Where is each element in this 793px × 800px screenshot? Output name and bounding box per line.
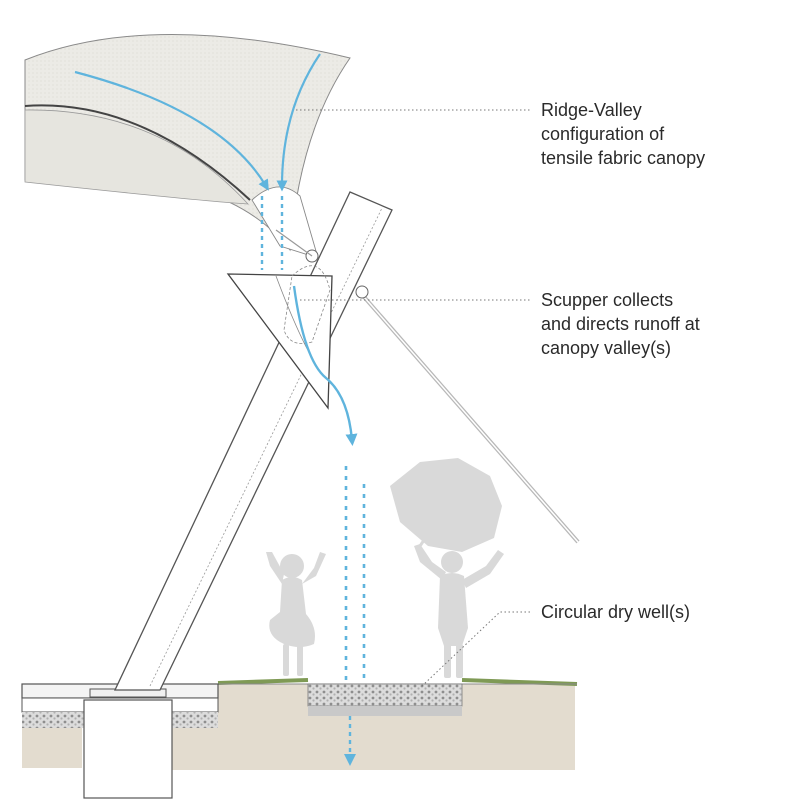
- water-arrow-ridge-right: [276, 53, 321, 192]
- grass-right: [461, 678, 578, 686]
- foundation: [21, 683, 219, 799]
- label-scupper-line-3: canopy valley(s): [541, 338, 672, 358]
- dry-well-stones: [307, 683, 463, 707]
- label-canopy-line-2: configuration of: [541, 124, 665, 144]
- gravel-under-slab-right: [172, 712, 218, 728]
- canopy-lower-skirt: [24, 109, 249, 205]
- cable-connector: [355, 285, 369, 299]
- label-canopy-line-1: Ridge-Valley: [541, 100, 642, 120]
- scupper: [226, 265, 333, 410]
- umbrella-canopy: [390, 458, 502, 552]
- label-canopy-line-3: tensile fabric canopy: [541, 148, 706, 168]
- child-silhouette-left: [266, 552, 326, 676]
- leader-lines: [296, 109, 530, 687]
- label-scupper-line-1: Scupper collects: [541, 290, 674, 310]
- label-canopy: Ridge-Valley configuration of tensile fa…: [541, 98, 705, 170]
- water-scupper-flow: [292, 285, 358, 446]
- label-scupper: Scupper collects and directs runoff at c…: [541, 288, 700, 360]
- column-body: [113, 191, 393, 691]
- column-inner-line: [149, 207, 383, 687]
- soil-left: [22, 728, 82, 768]
- canopy-edge-dark: [24, 104, 251, 201]
- dry-well: [307, 683, 463, 716]
- child-silhouette-right: [390, 458, 504, 678]
- water-arrow-ridge-left: [74, 70, 269, 191]
- scupper-funnel: [226, 273, 333, 410]
- label-drywell: Circular dry well(s): [541, 600, 690, 624]
- label-drywell-line-1: Circular dry well(s): [541, 602, 691, 622]
- column: [113, 191, 580, 691]
- label-scupper-line-2: and directs runoff at: [541, 314, 700, 334]
- footing: [83, 699, 173, 799]
- scupper-bracket: [283, 265, 331, 344]
- gravel-under-slab-left: [22, 712, 84, 728]
- water-flow: [74, 53, 366, 766]
- canopy: [24, 34, 351, 263]
- grass-left: [217, 678, 309, 685]
- dry-well-fill: [308, 706, 462, 716]
